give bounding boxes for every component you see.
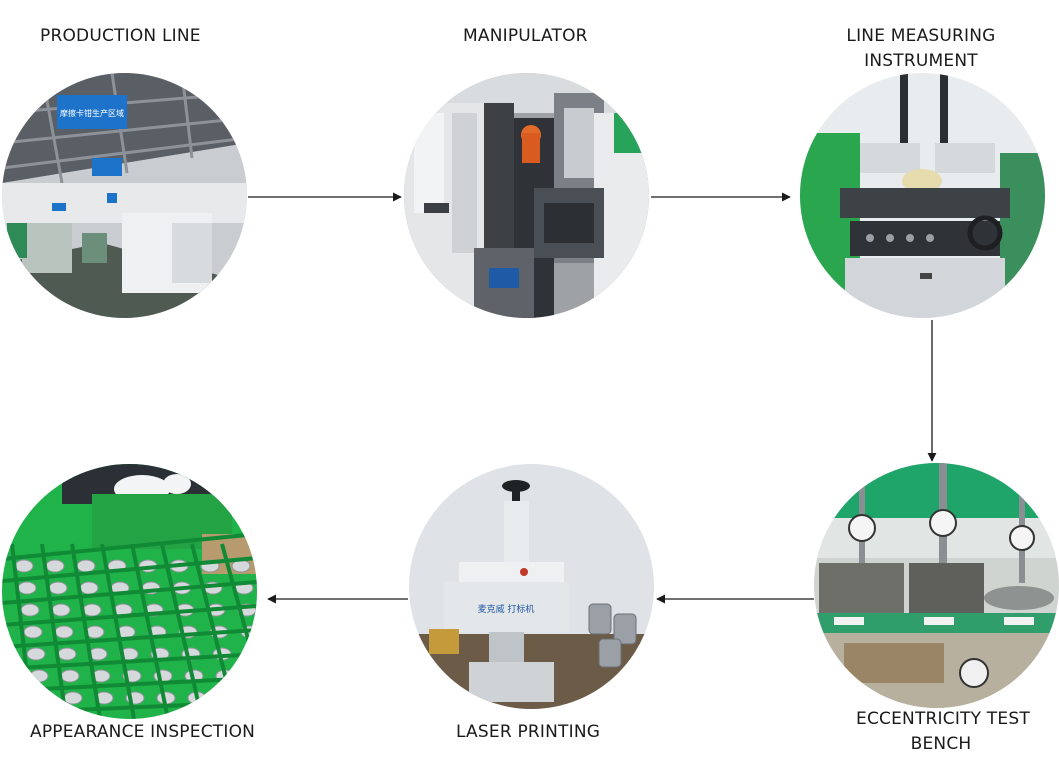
laser-printing-photo: 麦克威 打标机 (409, 464, 654, 709)
step-label-eccentricity-test-bench: ECCENTRICITY TEST BENCH (856, 707, 1030, 757)
area-sign (57, 95, 127, 129)
step-label-line-1: ECCENTRICITY TEST (856, 709, 1030, 729)
step-label-manipulator: MANIPULATOR (463, 26, 588, 46)
line-measuring-instrument-photo (800, 73, 1045, 318)
step-label-line-2: INSTRUMENT (864, 51, 978, 71)
step-label-line-1: LINE MEASURING (846, 26, 996, 46)
step-label-laser-printing: LASER PRINTING (456, 722, 601, 742)
marking-machine-label: 麦克威 打标机 (478, 603, 535, 615)
appearance-inspection-photo (2, 464, 257, 719)
area-sign-text: 摩擦卡钳生产区域 (60, 108, 124, 118)
step-label-line-2: BENCH (910, 734, 972, 754)
step-label-production-line: PRODUCTION LINE (40, 26, 201, 46)
step-label-appearance-inspection: APPEARANCE INSPECTION (30, 722, 256, 742)
part-puck (26, 647, 46, 661)
step-label-line-measuring-instrument: LINE MEASURING INSTRUMENT (846, 24, 996, 74)
